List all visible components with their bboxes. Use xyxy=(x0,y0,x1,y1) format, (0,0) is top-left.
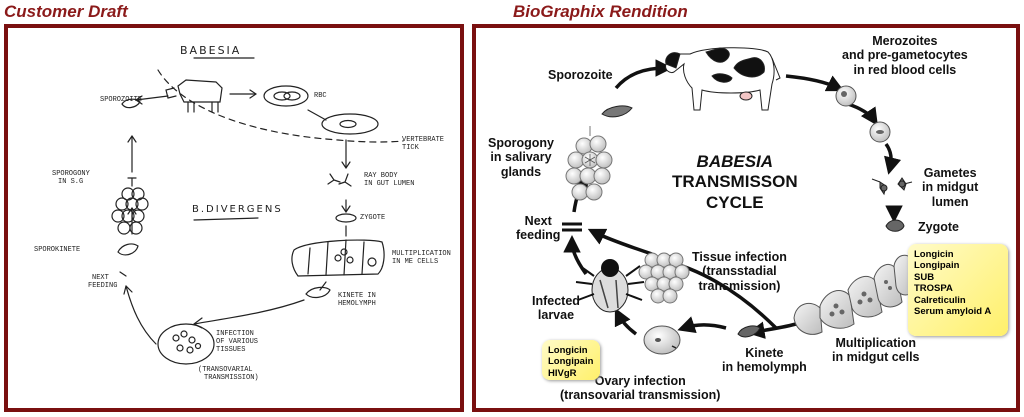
midgut-parasites xyxy=(829,280,892,317)
label-zygote: Zygote xyxy=(918,220,959,234)
sketch-species: B.DIVERGENS xyxy=(192,204,283,215)
label-sporogony-2: in salivary xyxy=(490,150,552,165)
label-multiplication-1: Multiplication xyxy=(835,336,917,350)
label-ovary-2: (transovarial transmission) xyxy=(560,388,721,403)
midgut-protein-2: Longipain xyxy=(914,260,960,272)
sketch-ray-body: RAY BODY xyxy=(364,172,398,180)
midgut-protein-4: TROSPA xyxy=(914,283,953,295)
label-sporozoite: Sporozoite xyxy=(548,68,613,82)
label-tissue-3: transmission) xyxy=(698,278,781,293)
sketch-transovarial: (TRANSOVARIAL xyxy=(198,366,253,374)
sketch-gut-lumen: IN GUT LUMEN xyxy=(364,180,415,188)
cycle-title-line2: TRANSMISSON xyxy=(672,172,798,192)
label-tissue-1: Tissue infection xyxy=(692,250,787,264)
sketch-hemolymph: HEMOLYMPH xyxy=(338,300,376,308)
label-ovary: Ovary infection (transovarial transmissi… xyxy=(560,374,720,403)
midgut-cells xyxy=(793,254,915,335)
label-multiplication: Multiplication in midgut cells xyxy=(832,336,920,365)
customer-draft-panel: BABESIA B.DIVERGENS SPOROZOITE RBC VERTE… xyxy=(4,24,464,412)
biographix-panel: BABESIA TRANSMISSON CYCLE Sporozoite Mer… xyxy=(472,24,1020,412)
sketch-feeding: FEEDING xyxy=(88,282,118,290)
arrow-kinete-to-ovary xyxy=(677,316,727,333)
arrow-tissue-to-nextfeeding xyxy=(587,228,653,256)
label-next-feeding: Next feeding xyxy=(516,214,560,243)
label-kinete-1: Kinete xyxy=(745,346,784,360)
label-gametes: Gametes in midgut lumen xyxy=(922,166,978,209)
midgut-protein-3: SUB xyxy=(914,271,935,283)
midgut-protein-box: Longicin Longipain SUB TROSPA Calreticul… xyxy=(908,244,1008,336)
label-sporogony-1: Sporogony xyxy=(488,136,554,150)
ovary-egg xyxy=(643,325,681,355)
sketch-transmission: TRANSMISSION) xyxy=(204,374,259,382)
label-kinete: Kinete in hemolymph xyxy=(722,346,807,375)
ovary-protein-box: Longicin Longipain HIVgR xyxy=(542,340,600,380)
cycle-diagram xyxy=(562,47,915,355)
right-panel-header: BioGraphix Rendition xyxy=(513,2,688,21)
label-next-feeding-2: feeding xyxy=(516,228,561,243)
sketch-tick: TICK xyxy=(402,144,419,152)
label-merozoites-1: Merozoites xyxy=(872,34,938,48)
label-gametes-1: Gametes xyxy=(923,166,977,180)
rbc-pregametocyte xyxy=(869,121,891,143)
cycle-title: BABESIA TRANSMISSON CYCLE xyxy=(672,152,798,213)
cycle-title-line1: BABESIA xyxy=(696,152,774,171)
sketch-sg: IN S.G xyxy=(58,178,84,186)
sketch-sporogony: SPOROGONY xyxy=(52,170,90,178)
sketch-drawing xyxy=(111,57,404,365)
zygote-cell xyxy=(885,219,905,232)
label-merozoites-2: and pre-gametocytes xyxy=(842,48,968,63)
cycle-title-line3: CYCLE xyxy=(706,192,764,212)
label-tissue-2: (transstadial xyxy=(702,264,777,279)
arrow-host-to-merozoites xyxy=(785,74,845,92)
sketch-various: OF VARIOUS xyxy=(216,338,259,346)
label-merozoites: Merozoites and pre-gametocytes in red bl… xyxy=(842,34,968,77)
sketch-me-cells: IN ME CELLS xyxy=(392,258,439,266)
sporogony-detail xyxy=(584,154,596,166)
ovary-protein-2: Longipain xyxy=(548,356,594,368)
label-next-feeding-1: Next xyxy=(524,214,552,228)
infected-larvae-tick xyxy=(575,259,645,313)
arrow-larvae-up xyxy=(563,235,588,276)
rbc-merozoites xyxy=(835,85,857,107)
sketch-kinete: KINETE IN xyxy=(338,292,376,300)
label-tissue: Tissue infection (transstadial transmiss… xyxy=(692,250,787,293)
sporogony-gland-cluster xyxy=(565,126,613,201)
arrow-rbc-to-gametes xyxy=(884,142,902,175)
label-gametes-3: lumen xyxy=(931,194,969,209)
ovary-protein-1: Longicin xyxy=(548,345,588,356)
label-ovary-1: Ovary infection xyxy=(594,374,686,388)
midgut-protein-1: Longicin xyxy=(914,249,954,260)
sketch-tissues: TISSUES xyxy=(216,346,246,354)
cow-host xyxy=(665,47,781,111)
ovary-protein-3: HIVgR xyxy=(548,367,577,379)
kinete-cell xyxy=(737,325,761,338)
label-sporogony: Sporogony in salivary glands xyxy=(488,136,554,179)
tissue-gland-cluster xyxy=(638,252,690,304)
sketch-sporokinete: SPOROKINETE xyxy=(34,246,81,254)
label-infected-larvae: Infected larvae xyxy=(532,294,580,323)
sporozoite-cell xyxy=(601,105,633,118)
sketch-infection: INFECTION xyxy=(216,330,254,338)
sketch-rbc: RBC xyxy=(314,92,327,100)
label-gametes-2: in midgut xyxy=(922,180,979,195)
sketch-title: BABESIA xyxy=(180,44,242,57)
label-multiplication-2: in midgut cells xyxy=(832,350,920,365)
arrow-merozoites-down xyxy=(847,102,878,126)
arrow-ovary-to-larvae xyxy=(614,307,638,336)
sketch-sporozoite: SPOROZOITE xyxy=(100,96,143,104)
sketch-zygote: ZYGOTE xyxy=(360,214,386,222)
label-merozoites-3: in red blood cells xyxy=(853,62,957,77)
midgut-protein-5: Calreticulin xyxy=(914,294,966,306)
label-infected-larvae-2: larvae xyxy=(537,308,575,323)
label-infected-larvae-1: Infected xyxy=(532,294,580,308)
arrow-sporozoite-to-host xyxy=(614,59,673,90)
label-kinete-2: in hemolymph xyxy=(722,360,807,375)
sketch-multiplication: MULTIPLICATION xyxy=(392,250,451,258)
left-panel-header: Customer Draft xyxy=(4,2,128,21)
midgut-protein-6: Serum amyloid A xyxy=(914,305,992,317)
gametes xyxy=(871,177,913,196)
sketch-next: NEXT xyxy=(92,274,109,282)
sketch-vertebrate: VERTEBRATE xyxy=(402,136,445,144)
label-sporogony-3: glands xyxy=(500,164,542,179)
